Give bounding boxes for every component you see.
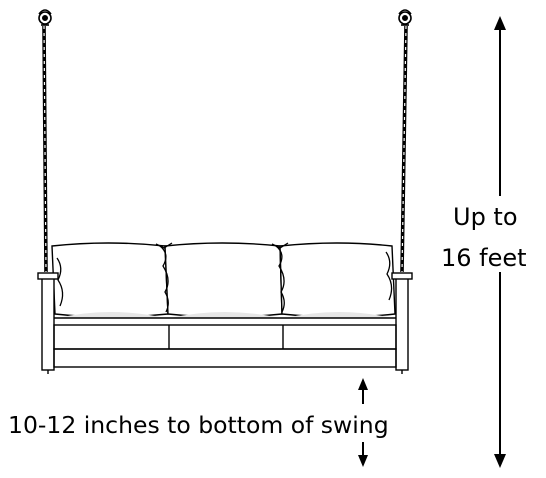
right-arm-cap	[391, 272, 413, 280]
clearance-dimension-arrows	[358, 378, 368, 467]
height-label-line1: Up to	[453, 203, 518, 231]
back-cushion-right	[279, 242, 396, 318]
height-label-line2: 16 feet	[441, 244, 527, 272]
back-cushion-middle	[164, 242, 283, 318]
seat-front-rail	[53, 324, 397, 350]
seat-cushion-shadows	[58, 312, 392, 318]
right-ceiling-hook	[398, 9, 412, 26]
right-rope	[400, 25, 408, 273]
swing-frame	[37, 272, 413, 374]
clearance-label: 10-12 inches to bottom of swing	[8, 411, 389, 439]
cushion-ties	[56, 242, 393, 313]
left-arm-post	[41, 277, 55, 371]
back-cushions	[51, 242, 396, 318]
right-arm-post	[395, 277, 409, 371]
left-arm-cap	[37, 272, 59, 280]
height-dimension-arrow	[494, 16, 506, 468]
seat-bottom-rail	[53, 348, 397, 368]
left-rope	[42, 25, 48, 273]
back-cushion-left	[51, 242, 169, 318]
left-ceiling-hook	[38, 9, 52, 26]
